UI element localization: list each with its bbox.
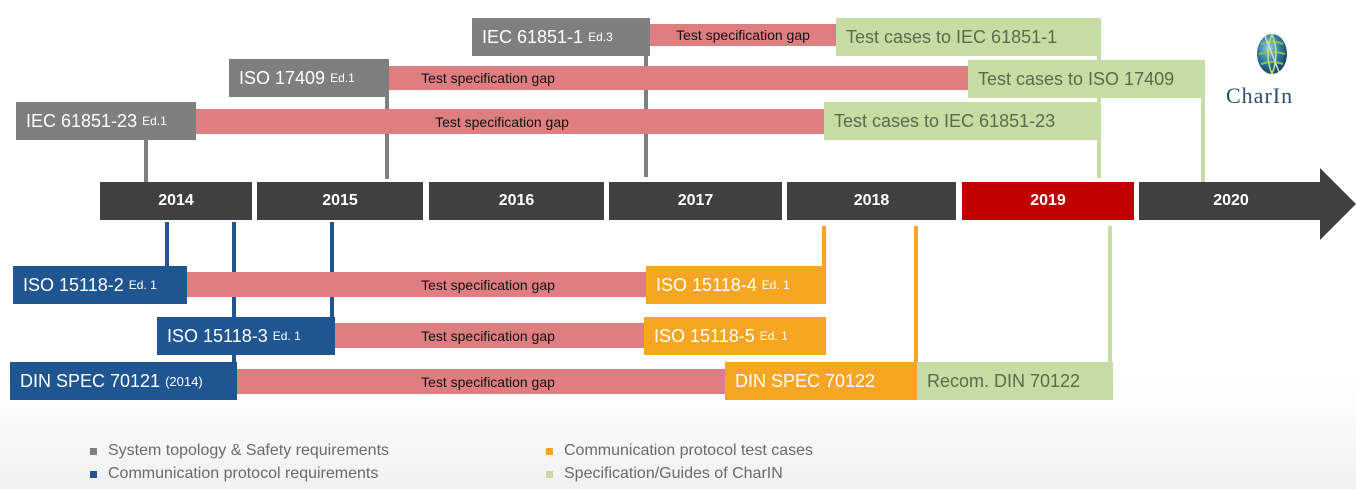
gap-bar-iso17409: Test specification gap bbox=[388, 66, 968, 90]
gap-bar-iso15118-3: Test specification gap bbox=[334, 323, 644, 348]
legend-swatch bbox=[546, 470, 553, 478]
connector-iso15118-2 bbox=[165, 222, 169, 268]
gap-bar-iso15118-2: Test specification gap bbox=[186, 272, 646, 297]
legend-item-charin-guides: Specification/Guides of CharIN bbox=[546, 465, 783, 483]
recommendation-label: Recom. DIN 70122 bbox=[927, 370, 1081, 391]
standard-din70121: DIN SPEC 70121 (2014) bbox=[10, 362, 237, 400]
logo-text-main: Char bbox=[1226, 83, 1273, 108]
gap-bar-din70121: Test specification gap bbox=[236, 369, 726, 394]
logo-text-end: In bbox=[1272, 83, 1294, 108]
test-cases-iec61851-23: Test cases to IEC 61851-23 bbox=[824, 102, 1101, 140]
connector-din70122 bbox=[914, 226, 918, 368]
timeline-arrowhead bbox=[1320, 168, 1356, 240]
standard-name: ISO 15118-2 bbox=[23, 274, 124, 295]
standard-edition: (2014) bbox=[165, 373, 203, 389]
legend-swatch bbox=[90, 447, 97, 455]
gap-label: Test specification gap bbox=[435, 113, 569, 130]
connector-iso17409 bbox=[385, 89, 389, 179]
year-2017: 2017 bbox=[609, 182, 782, 220]
standard-edition: Ed.1 bbox=[142, 114, 167, 128]
gap-label: Test specification gap bbox=[421, 70, 555, 86]
test-spec-iso15118-5: ISO 15118-5 Ed. 1 bbox=[644, 317, 826, 355]
test-cases-label: Test cases to IEC 61851-23 bbox=[834, 110, 1056, 131]
test-spec-iso15118-4: ISO 15118-4 Ed. 1 bbox=[646, 266, 826, 304]
connector-recom-din70122 bbox=[1108, 226, 1112, 368]
gap-bar-iec61851-1: Test specification gap bbox=[650, 24, 836, 46]
gap-label: Test specification gap bbox=[676, 27, 810, 43]
test-cases-label: Test cases to ISO 17409 bbox=[978, 68, 1175, 89]
standard-name: IEC 61851-23 bbox=[26, 110, 138, 131]
connector-iso15118-3 bbox=[330, 222, 334, 320]
legend-label: Communication protocol test cases bbox=[564, 442, 813, 459]
test-spec-name: ISO 15118-4 bbox=[656, 274, 757, 295]
logo-wordmark: CharIn bbox=[1226, 83, 1293, 109]
charin-logo: CharIn bbox=[1222, 30, 1322, 110]
standard-edition: Ed.3 bbox=[588, 30, 613, 44]
legend-item-protocol-test-cases: Communication protocol test cases bbox=[546, 442, 813, 460]
standard-edition: Ed. 1 bbox=[128, 278, 157, 292]
legend-item-system-topology: System topology & Safety requirements bbox=[90, 442, 389, 460]
test-cases-label: Test cases to IEC 61851-1 bbox=[846, 26, 1058, 47]
globe-icon bbox=[1257, 33, 1287, 75]
standard-edition: Ed.1 bbox=[330, 71, 355, 85]
year-2016: 2016 bbox=[429, 182, 604, 220]
standard-edition: Ed. 1 bbox=[272, 329, 301, 343]
gap-label: Test specification gap bbox=[421, 276, 555, 293]
recommendation-din70122: Recom. DIN 70122 bbox=[917, 362, 1113, 400]
legend-swatch bbox=[90, 470, 97, 478]
legend-swatch bbox=[546, 447, 553, 455]
test-spec-din70122: DIN SPEC 70122 bbox=[725, 362, 917, 400]
year-2020: 2020 bbox=[1139, 182, 1323, 220]
legend-label: Communication protocol requirements bbox=[108, 465, 379, 482]
test-spec-edition: Ed. 1 bbox=[759, 329, 788, 343]
year-2015: 2015 bbox=[257, 182, 423, 220]
year-2019: 2019 bbox=[962, 182, 1134, 220]
connector-test-cases-iso17409 bbox=[1201, 95, 1205, 182]
connector-iso15118-4 bbox=[822, 226, 826, 268]
standard-iec61851-1: IEC 61851-1 Ed.3 bbox=[472, 18, 650, 56]
standard-name: ISO 17409 bbox=[239, 67, 326, 88]
gap-label: Test specification gap bbox=[421, 373, 555, 390]
standard-iso15118-2: ISO 15118-2 Ed. 1 bbox=[13, 266, 187, 304]
legend-label: Specification/Guides of CharIN bbox=[564, 465, 783, 482]
connector-iec61851-23 bbox=[144, 137, 148, 182]
legend-item-protocol-requirements: Communication protocol requirements bbox=[90, 465, 378, 483]
test-spec-edition: Ed. 1 bbox=[761, 278, 790, 292]
standard-iec61851-23: IEC 61851-23 Ed.1 bbox=[16, 102, 196, 140]
standard-name: ISO 15118-3 bbox=[167, 325, 268, 346]
standard-iso15118-3: ISO 15118-3 Ed. 1 bbox=[157, 317, 335, 355]
connector-iec61851-1 bbox=[644, 40, 648, 177]
year-2014: 2014 bbox=[100, 182, 252, 220]
gap-bar-iec61851-23: Test specification gap bbox=[196, 109, 824, 134]
standard-iso17409: ISO 17409 Ed.1 bbox=[229, 59, 389, 97]
legend-label: System topology & Safety requirements bbox=[108, 442, 390, 459]
year-2018: 2018 bbox=[787, 182, 956, 220]
test-cases-iec61851-1: Test cases to IEC 61851-1 bbox=[836, 18, 1101, 56]
standard-name: IEC 61851-1 bbox=[482, 26, 584, 47]
standard-name: DIN SPEC 70121 bbox=[20, 370, 161, 391]
test-cases-iso17409: Test cases to ISO 17409 bbox=[968, 60, 1205, 98]
gap-label: Test specification gap bbox=[421, 327, 555, 344]
test-spec-name: DIN SPEC 70122 bbox=[735, 370, 876, 391]
test-spec-name: ISO 15118-5 bbox=[654, 325, 755, 346]
